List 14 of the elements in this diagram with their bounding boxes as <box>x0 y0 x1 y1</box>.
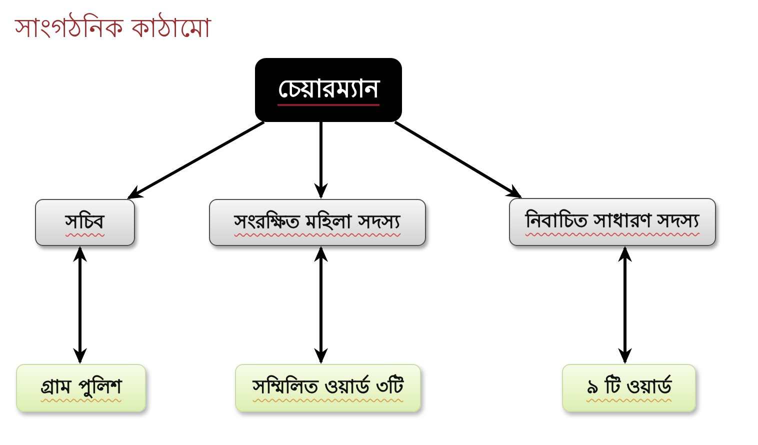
position-box: ৯ টি ওয়ার্ড <box>562 364 696 412</box>
double-arrow <box>314 246 328 364</box>
position-box: নিবাচিত সাধারণ সদস্য <box>509 198 716 246</box>
position-box: সম্মিলিত ওয়ার্ড ৩টি <box>235 364 421 412</box>
position-box: চেয়ারম্যান <box>255 58 402 122</box>
position-box: গ্রাম পুলিশ <box>16 364 146 412</box>
double-arrow <box>618 246 632 364</box>
arrow <box>394 120 522 198</box>
position-box: সচিব <box>35 199 135 246</box>
arrow <box>126 120 265 200</box>
title: সাংগঠনিক কাঠামো <box>15 11 212 46</box>
arrow <box>314 122 328 199</box>
double-arrow <box>73 246 87 364</box>
position-box: সংরক্ষিত মহিলা সদস্য <box>209 199 426 246</box>
